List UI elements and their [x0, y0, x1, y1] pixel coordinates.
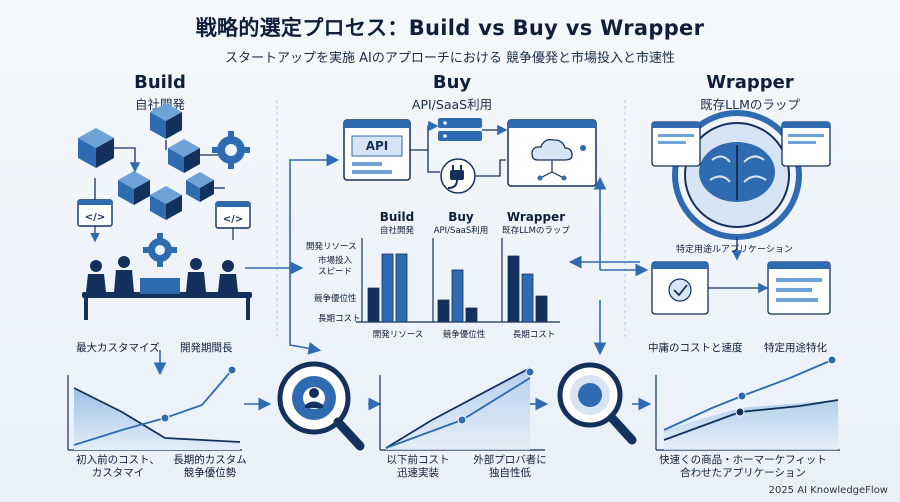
side-window-icon — [651, 121, 701, 167]
buy-column-subtitle: API/SaaS利用 — [411, 97, 493, 112]
buy-caption-right: 外部プロバ者に 独自性低 — [473, 454, 547, 479]
wrapper-column-subtitle: 既存LLMのラップ — [700, 97, 800, 112]
wrapper-column-title: Wrapper — [706, 72, 794, 93]
cube-icon — [186, 172, 214, 202]
gear-icon — [212, 131, 250, 169]
cube-icon — [118, 171, 150, 205]
wrapper-note-right: 特定用途特化 — [764, 342, 827, 354]
chart-bar — [521, 273, 534, 323]
chart-group-title: Build — [379, 210, 415, 224]
buy-icons — [343, 118, 597, 194]
chart-group-title: Wrapper — [506, 210, 566, 224]
chart-row-label: 長期コスト — [318, 314, 361, 324]
chart-bar — [451, 269, 464, 323]
cloud-window-icon — [507, 119, 597, 187]
api-label: API — [365, 139, 389, 153]
app-window-icon — [651, 261, 709, 315]
svg-text:</>: </> — [85, 212, 105, 223]
chart-bar — [507, 255, 520, 323]
server-icon — [438, 118, 482, 141]
chart-bar — [437, 299, 450, 323]
chart-group-subtitle: 自社開発 — [379, 226, 414, 236]
build-note-right: 開発期間長 — [180, 342, 233, 354]
buy-trend-chart — [379, 367, 545, 451]
wrapper-caption: 特定用途ルアプリケーション — [676, 245, 793, 255]
chart-x-label: 開発リソース — [372, 330, 424, 340]
cube-icon — [168, 139, 200, 173]
page-title: 戦略的選定プロセス：Build vs Buy vs Wrapper — [195, 16, 705, 40]
wrapper-illustration — [651, 110, 831, 315]
cube-icon — [150, 186, 182, 220]
magnifier-gear-icon — [277, 361, 365, 451]
build-cube-network: </> </> — [77, 103, 252, 320]
chart-bar — [465, 307, 478, 323]
build-trend-chart — [67, 365, 242, 451]
build-note-left: 最大カスタマイズ — [76, 342, 160, 354]
page-subtitle: スタートアップを実施 AIのアプローチにおける 競争優発と市場投入と市速性 — [225, 51, 675, 66]
footer-credit: 2025 AI KnowledgeFlow — [768, 485, 888, 496]
chart-row-label: 競争優位性 — [314, 294, 357, 304]
chart-bar — [381, 253, 394, 323]
svg-text:</>: </> — [223, 214, 243, 225]
chart-x-label: 長期コスト — [512, 330, 556, 340]
chart-group-title: Buy — [448, 210, 474, 224]
brain-icon — [699, 142, 775, 202]
wrapper-trend-chart — [655, 355, 840, 451]
build-column-title: Build — [134, 72, 186, 93]
cube-icon — [150, 103, 182, 139]
build-caption-right: 長期的カスタム 競争優位勢 — [173, 454, 247, 479]
wrapper-note-left: 中庸のコストと速度 — [648, 342, 743, 354]
app-window-icon — [767, 261, 831, 315]
buy-caption-left: 以下前コスト 迅速実装 — [386, 454, 450, 479]
build-caption-left: 初入前のコスト、 カスタマイ — [76, 454, 160, 479]
search-icon — [557, 362, 637, 445]
plug-icon — [440, 158, 476, 194]
chart-bar — [535, 295, 548, 323]
buy-column-title: Buy — [432, 72, 472, 93]
chart-row-label: 市場投入 スピード — [318, 256, 353, 277]
gear-icon — [143, 233, 177, 267]
team-illustration — [82, 256, 252, 320]
code-window-icon: </> — [215, 201, 251, 229]
chart-bar — [395, 253, 408, 323]
cube-icon — [78, 128, 114, 168]
api-window-icon — [343, 119, 411, 181]
code-window-icon: </> — [77, 199, 113, 227]
chart-group-subtitle: 既存LLMのラップ — [502, 226, 570, 236]
chart-x-label: 競争優位性 — [442, 330, 486, 340]
chart-group-subtitle: API/SaaS利用 — [433, 226, 489, 236]
center-comparison-chart — [356, 238, 560, 323]
side-window-icon — [781, 121, 831, 167]
chart-row-label: 開発リソース — [306, 242, 357, 252]
wrapper-caption-bottom: 快速くの商品・ホーマーケフィット 合わせたアプリケーション — [659, 454, 827, 479]
chart-bar — [367, 287, 380, 323]
flow-arrows — [153, 153, 652, 411]
